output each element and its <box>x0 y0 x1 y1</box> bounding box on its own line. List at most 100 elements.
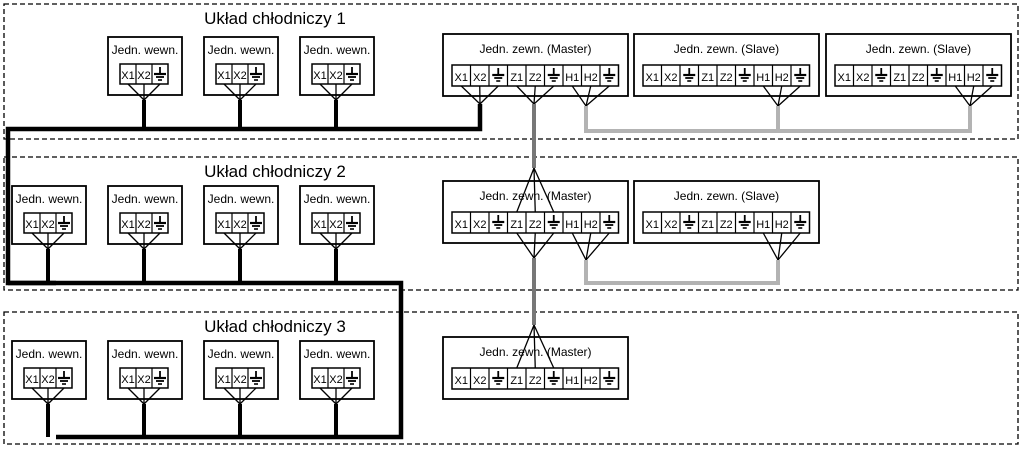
ground-icon <box>603 68 616 82</box>
indoor-unit-label: Jedn. wewn. <box>16 192 83 206</box>
terminal-z2: Z2 <box>720 219 733 231</box>
terminal-x2: X2 <box>233 219 246 231</box>
terminal-wire <box>319 83 337 101</box>
outdoor-unit-label: Jedn. zewn. (Slave) <box>674 42 779 56</box>
terminal-x1: X1 <box>217 70 230 82</box>
terminal-x1: X1 <box>121 70 134 82</box>
indoor-unit-label: Jedn. wewn. <box>112 192 179 206</box>
terminal-wire <box>533 167 536 213</box>
terminal-x1: X1 <box>313 374 326 386</box>
terminal-x1: X1 <box>25 374 38 386</box>
terminal-wire <box>516 85 535 105</box>
ground-icon <box>250 371 262 385</box>
terminal-wire <box>777 232 783 261</box>
terminal-wire <box>460 85 481 105</box>
terminal-x2: X2 <box>329 374 342 386</box>
terminal-z1: Z1 <box>893 72 906 84</box>
ground-icon <box>154 216 166 230</box>
terminal-wire <box>223 387 241 405</box>
ground-icon <box>154 371 166 385</box>
terminal-x2: X2 <box>473 375 486 387</box>
system-title: Układ chłodniczy 3 <box>204 317 346 336</box>
system-region-3 <box>3 311 1019 445</box>
terminal-x2: X2 <box>233 70 246 82</box>
terminal-strip <box>642 211 811 234</box>
terminal-wire <box>143 232 161 250</box>
terminal-x1: X1 <box>121 374 134 386</box>
terminal-wire <box>479 85 499 105</box>
terminal-h2: H2 <box>584 375 598 387</box>
outdoor-unit-label: Jedn. zewn. (Slave) <box>866 42 971 56</box>
ground-icon <box>603 371 616 385</box>
terminal-x1: X1 <box>838 72 851 84</box>
outdoor-unit-label: Jedn. zewn. (Master) <box>479 42 591 56</box>
system-title: Układ chłodniczy 2 <box>204 162 346 181</box>
ground-icon <box>683 68 696 82</box>
terminal-wire <box>762 85 779 107</box>
terminal-h1: H1 <box>948 72 962 84</box>
terminal-x1: X1 <box>455 219 468 231</box>
terminal-wire <box>335 232 353 250</box>
terminal-h1: H1 <box>565 72 579 84</box>
terminal-wire <box>47 387 65 405</box>
terminal-x2: X2 <box>41 219 54 231</box>
terminal-wire <box>516 167 535 213</box>
terminal-wire <box>571 232 587 261</box>
terminal-strip <box>834 64 1003 87</box>
ground-icon <box>875 68 888 82</box>
terminal-wire <box>31 387 49 405</box>
outdoor-unit-label: Jedn. zewn. (Master) <box>479 345 591 359</box>
ground-icon <box>492 68 505 82</box>
terminal-strip <box>642 64 811 87</box>
terminal-z1: Z1 <box>510 72 523 84</box>
terminal-z2: Z2 <box>529 219 542 231</box>
terminal-h2: H2 <box>775 219 789 231</box>
terminal-wire <box>47 232 65 250</box>
terminal-wire <box>31 232 49 250</box>
ground-icon <box>986 68 999 82</box>
terminal-wire <box>319 387 337 405</box>
terminal-wire <box>127 83 145 101</box>
terminal-wire <box>239 387 257 405</box>
terminal-wire <box>571 85 587 107</box>
terminal-wire <box>143 387 161 405</box>
ground-icon <box>794 68 807 82</box>
terminal-wire <box>239 232 257 250</box>
terminal-x2: X2 <box>233 374 246 386</box>
ground-icon <box>346 216 358 230</box>
terminal-wire <box>223 83 241 101</box>
ground-icon <box>547 68 560 82</box>
terminal-wire <box>335 83 353 101</box>
terminal-x1: X1 <box>217 374 230 386</box>
system-region-2 <box>3 156 1019 291</box>
terminal-x2: X2 <box>664 72 677 84</box>
terminal-h2: H2 <box>584 72 598 84</box>
ground-icon <box>930 68 943 82</box>
terminal-wire <box>585 85 592 107</box>
system-title: Układ chłodniczy 1 <box>204 9 346 28</box>
outdoor-unit-label: Jedn. zewn. (Slave) <box>674 189 779 203</box>
terminal-wire <box>143 83 161 101</box>
terminal-h1: H1 <box>565 375 579 387</box>
terminal-x1: X1 <box>646 219 659 231</box>
terminal-wire <box>777 85 783 107</box>
terminal-h1: H1 <box>565 219 579 231</box>
terminal-wire <box>127 232 145 250</box>
terminal-z2: Z2 <box>720 72 733 84</box>
terminal-wire <box>969 85 993 107</box>
terminal-z1: Z1 <box>510 219 523 231</box>
terminal-x1: X1 <box>121 219 134 231</box>
terminal-x2: X2 <box>329 219 342 231</box>
terminal-z1: Z1 <box>510 375 523 387</box>
terminal-wire <box>533 324 555 369</box>
terminal-x2: X2 <box>137 219 150 231</box>
